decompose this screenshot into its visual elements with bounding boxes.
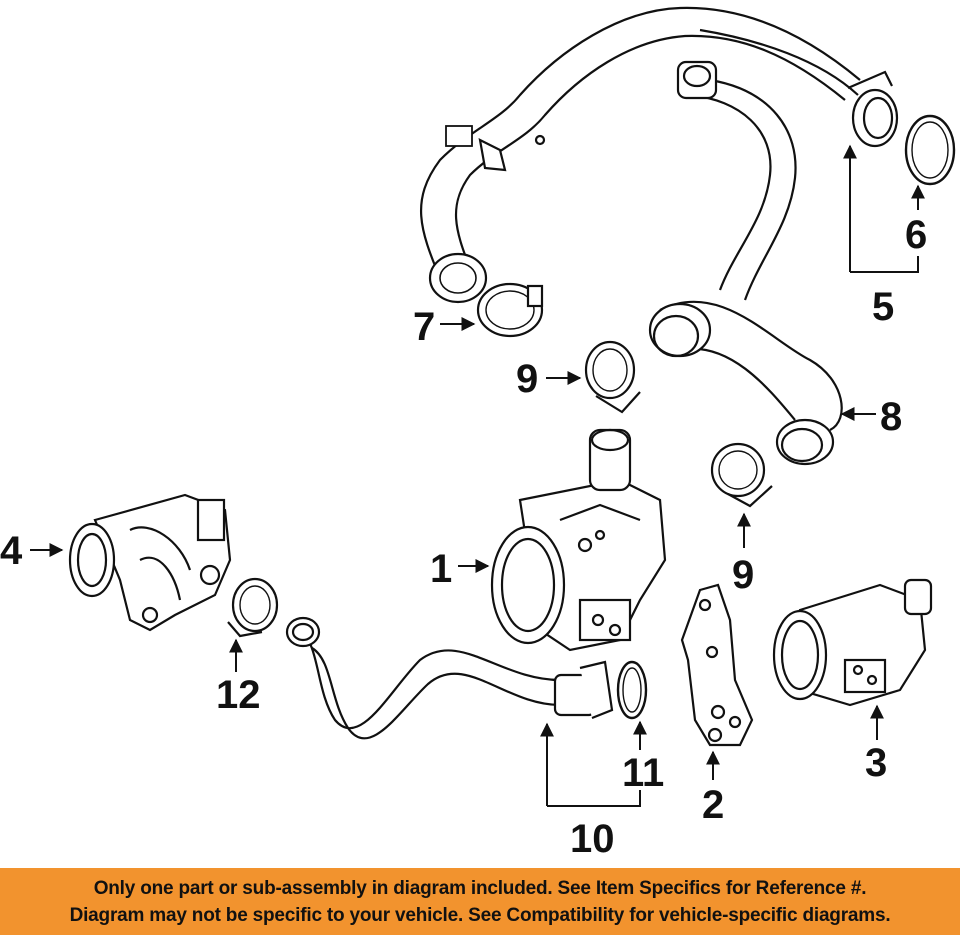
- callout-11: 11: [622, 751, 664, 795]
- callout-8: 8: [880, 395, 902, 439]
- callout-4: 4: [0, 529, 23, 573]
- callout-1: 1: [430, 547, 452, 591]
- upper-coolant-pipe: [420, 6, 899, 304]
- callout-9-upper: 9: [516, 357, 538, 401]
- auxiliary-water-pump: [772, 578, 933, 707]
- disclaimer-line-2: Diagram may not be specific to your vehi…: [69, 905, 891, 926]
- callout-3: 3: [865, 741, 887, 785]
- callout-2: 2: [702, 783, 724, 827]
- hose-clamp-12: [227, 577, 279, 638]
- hose-clamp-7: [476, 282, 544, 338]
- thermostat-housing: [68, 493, 232, 632]
- water-pump-assembly: [490, 428, 667, 652]
- hose-clamp-9-upper: [584, 340, 641, 414]
- callout-5: 5: [872, 285, 894, 329]
- parts-diagram: 1 2 3 4 5 6 7 8 9 9 10 11 12: [0, 6, 956, 861]
- pipe-seal-ring: [904, 114, 956, 186]
- coolant-hose-upper: [648, 60, 843, 466]
- callout-9-lower: 9: [732, 553, 754, 597]
- callout-7: 7: [413, 305, 435, 349]
- pump-bracket: [680, 583, 754, 747]
- hose-clamp-9-lower: [710, 442, 773, 508]
- coolant-hose-lower: [285, 616, 614, 740]
- disclaimer-line-1: Only one part or sub-assembly in diagram…: [93, 878, 867, 899]
- leader-lines: [30, 144, 925, 807]
- callout-12: 12: [216, 673, 261, 717]
- disclaimer-banner: Only one part or sub-assembly in diagram…: [0, 868, 960, 935]
- callout-6: 6: [905, 213, 927, 257]
- callout-10: 10: [570, 817, 615, 861]
- hose-seal-ring-11: [616, 660, 648, 720]
